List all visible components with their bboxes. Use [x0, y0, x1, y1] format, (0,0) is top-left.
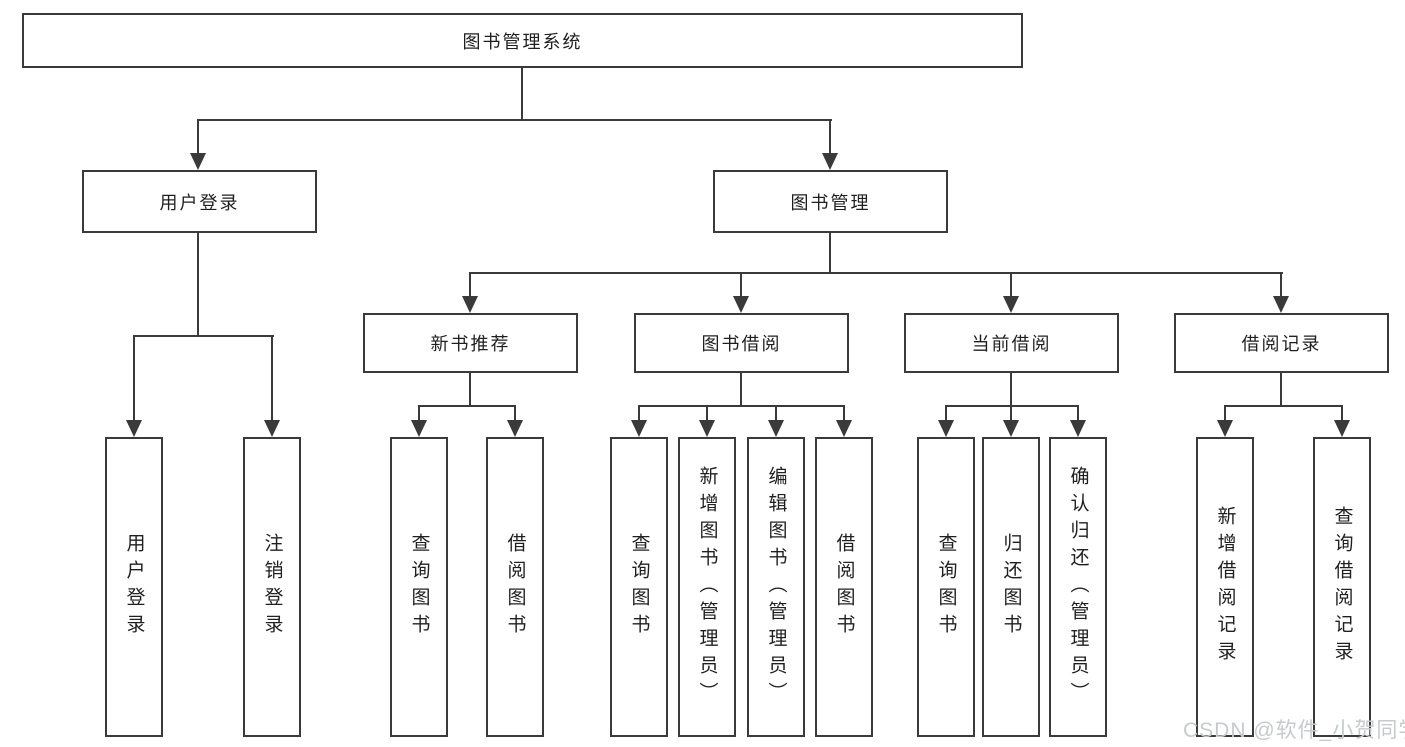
arrow-down-icon — [1003, 420, 1019, 437]
connector-line — [1224, 405, 1226, 421]
leaf-confirm-return-admin: 确认归还（管理员） — [1049, 437, 1107, 737]
arrow-down-icon — [699, 420, 715, 437]
arrow-down-icon — [190, 153, 206, 170]
connector-line — [1280, 372, 1282, 406]
connector-line — [1010, 405, 1012, 421]
arrow-down-icon — [1273, 296, 1289, 313]
connector-line — [1010, 272, 1012, 298]
arrow-down-icon — [1217, 420, 1233, 437]
connector-line — [514, 405, 516, 421]
connector-line — [418, 405, 420, 421]
leaf-user-login: 用户登录 — [105, 437, 163, 737]
arrow-down-icon — [1003, 296, 1019, 313]
connector-line — [775, 405, 777, 421]
leaf-return-books: 归还图书 — [982, 437, 1040, 737]
arrow-down-icon — [768, 420, 784, 437]
connector-line — [945, 405, 1079, 407]
connector-line — [271, 335, 273, 421]
connector-line — [829, 119, 831, 155]
node-new-book-recommend: 新书推荐 — [363, 313, 578, 373]
connector-line — [1280, 272, 1282, 298]
arrow-down-icon — [462, 296, 478, 313]
connector-line — [469, 272, 1283, 274]
arrow-down-icon — [411, 420, 427, 437]
connector-line — [829, 232, 831, 274]
connector-line — [521, 66, 523, 121]
arrow-down-icon — [836, 420, 852, 437]
connector-line — [469, 372, 471, 406]
leaf-borrow-query-books: 查询图书 — [610, 437, 668, 737]
arrow-down-icon — [733, 296, 749, 313]
connector-line — [740, 272, 742, 298]
node-borrow-records: 借阅记录 — [1174, 313, 1389, 373]
connector-line — [945, 405, 947, 421]
connector-line — [197, 232, 199, 337]
connector-line — [1224, 405, 1343, 407]
node-root: 图书管理系统 — [22, 13, 1023, 68]
connector-line — [418, 405, 516, 407]
leaf-query-borrow-record: 查询借阅记录 — [1313, 437, 1371, 737]
leaf-recommend-query-books: 查询图书 — [390, 437, 448, 737]
leaf-current-query-books: 查询图书 — [917, 437, 975, 737]
arrow-down-icon — [264, 420, 280, 437]
connector-line — [1341, 405, 1343, 421]
connector-line — [1010, 372, 1012, 406]
node-current-borrow: 当前借阅 — [904, 313, 1119, 373]
connector-line — [133, 335, 135, 421]
leaf-borrow-books: 借阅图书 — [815, 437, 873, 737]
leaf-add-book-admin: 新增图书（管理员） — [678, 437, 736, 737]
leaf-add-borrow-record: 新增借阅记录 — [1196, 437, 1254, 737]
node-book-borrow: 图书借阅 — [634, 313, 849, 373]
arrow-down-icon — [938, 420, 954, 437]
node-user-login: 用户登录 — [82, 170, 317, 233]
watermark: CSDN @软件_小贺同学 — [1183, 719, 1405, 742]
connector-line — [469, 272, 471, 298]
leaf-edit-book-admin: 编辑图书（管理员） — [747, 437, 805, 737]
arrow-down-icon — [822, 153, 838, 170]
arrow-down-icon — [1334, 420, 1350, 437]
connector-line — [706, 405, 708, 421]
leaf-logout: 注销登录 — [243, 437, 301, 737]
connector-line — [1077, 405, 1079, 421]
arrow-down-icon — [1070, 420, 1086, 437]
connector-line — [740, 372, 742, 406]
arrow-down-icon — [631, 420, 647, 437]
connector-line — [133, 335, 274, 337]
connector-line — [197, 119, 199, 155]
node-book-management: 图书管理 — [713, 170, 948, 233]
connector-line — [197, 119, 832, 121]
arrow-down-icon — [126, 420, 142, 437]
connector-line — [638, 405, 845, 407]
arrow-down-icon — [507, 420, 523, 437]
leaf-recommend-borrow-books: 借阅图书 — [486, 437, 544, 737]
connector-line — [843, 405, 845, 421]
connector-line — [638, 405, 640, 421]
